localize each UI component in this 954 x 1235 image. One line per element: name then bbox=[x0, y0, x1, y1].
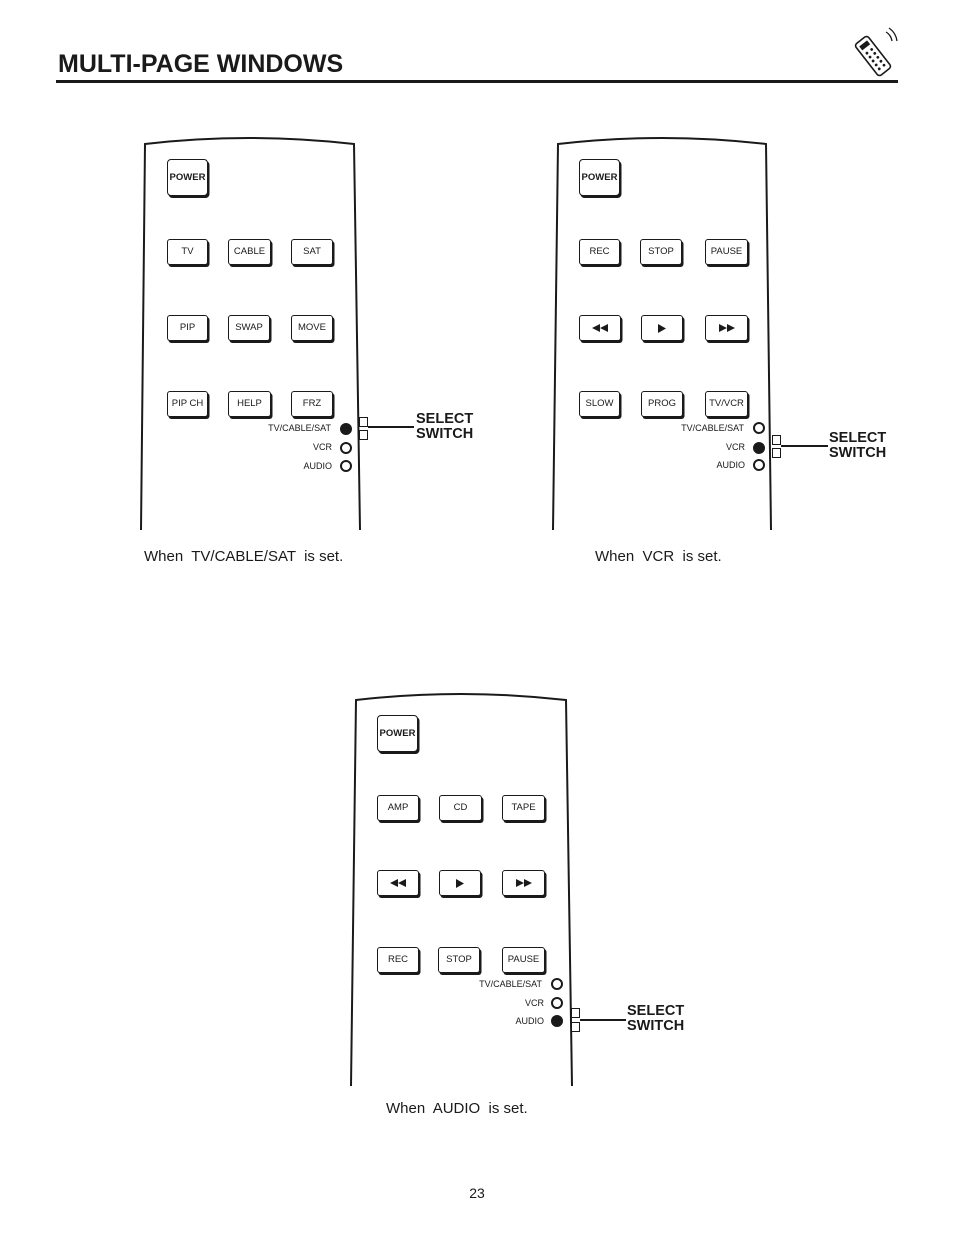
select-switch-lower[interactable] bbox=[571, 1022, 580, 1032]
select-switch-upper[interactable] bbox=[359, 417, 368, 427]
mode-indicator-tv-cable-sat bbox=[753, 422, 765, 434]
play-icon bbox=[456, 878, 464, 888]
stop-button[interactable]: STOP bbox=[438, 947, 480, 973]
mode-indicator-audio bbox=[340, 460, 352, 472]
power-button[interactable]: POWER bbox=[167, 159, 208, 196]
mode-indicator-vcr bbox=[340, 442, 352, 454]
select-switch-leader bbox=[368, 426, 414, 428]
remote-control-icon bbox=[854, 27, 898, 77]
power-button[interactable]: POWER bbox=[377, 715, 418, 752]
title-rule bbox=[56, 80, 898, 83]
caption-vcr: When VCR is set. bbox=[595, 548, 722, 565]
page-number: 23 bbox=[469, 1185, 485, 1201]
cable-button[interactable]: CABLE bbox=[228, 239, 271, 265]
fast-forward-icon bbox=[515, 879, 532, 887]
frz-button[interactable]: FRZ bbox=[291, 391, 333, 417]
mode-indicator-tv-cable-sat bbox=[340, 423, 352, 435]
remote-audio: POWER AMP CD TAPE REC STOP PAUSE TV/CABL… bbox=[348, 686, 626, 1088]
select-switch-upper[interactable] bbox=[571, 1008, 580, 1018]
pip-ch-button[interactable]: PIP CH bbox=[167, 391, 208, 417]
remote-body-outline bbox=[552, 137, 772, 531]
remote-vcr: POWER REC STOP PAUSE SLOW PROG TV/VCR TV… bbox=[550, 130, 828, 532]
rewind-icon bbox=[592, 324, 608, 332]
stop-button[interactable]: STOP bbox=[640, 239, 682, 265]
rewind-icon bbox=[390, 879, 406, 887]
mode-indicator-audio bbox=[753, 459, 765, 471]
rewind-button[interactable] bbox=[377, 870, 419, 896]
fast-forward-button[interactable] bbox=[502, 870, 545, 896]
mode-label-vcr: VCR bbox=[725, 442, 745, 452]
sat-button[interactable]: SAT bbox=[291, 239, 333, 265]
tv-vcr-button[interactable]: TV/VCR bbox=[705, 391, 748, 417]
remote-tv-cable-sat: POWER TV CABLE SAT PIP SWAP MOVE PIP CH … bbox=[138, 130, 414, 532]
slow-button[interactable]: SLOW bbox=[579, 391, 620, 417]
caption-audio: When AUDIO is set. bbox=[386, 1100, 528, 1117]
select-switch-leader bbox=[580, 1019, 626, 1021]
fast-forward-icon bbox=[718, 324, 735, 332]
play-button[interactable] bbox=[641, 315, 683, 341]
pause-button[interactable]: PAUSE bbox=[502, 947, 545, 973]
mode-indicator-vcr bbox=[753, 442, 765, 454]
tv-button[interactable]: TV bbox=[167, 239, 208, 265]
mode-label-vcr: VCR bbox=[312, 442, 332, 452]
mode-label-tv-cable-sat: TV/CABLE/SAT bbox=[681, 423, 744, 433]
tape-button[interactable]: TAPE bbox=[502, 795, 545, 821]
remote-body-outline bbox=[140, 137, 361, 531]
pause-button[interactable]: PAUSE bbox=[705, 239, 748, 265]
rec-button[interactable]: REC bbox=[377, 947, 419, 973]
play-button[interactable] bbox=[439, 870, 481, 896]
help-button[interactable]: HELP bbox=[228, 391, 271, 417]
swap-button[interactable]: SWAP bbox=[228, 315, 270, 341]
select-switch-lower[interactable] bbox=[359, 430, 368, 440]
select-switch-upper[interactable] bbox=[772, 435, 781, 445]
power-button[interactable]: POWER bbox=[579, 159, 620, 196]
mode-label-tv-cable-sat: TV/CABLE/SAT bbox=[479, 979, 542, 989]
fast-forward-button[interactable] bbox=[705, 315, 748, 341]
pip-button[interactable]: PIP bbox=[167, 315, 208, 341]
amp-button[interactable]: AMP bbox=[377, 795, 419, 821]
move-button[interactable]: MOVE bbox=[291, 315, 333, 341]
mode-label-audio: AUDIO bbox=[716, 460, 745, 470]
mode-indicator-tv-cable-sat bbox=[551, 978, 563, 990]
select-switch-lower[interactable] bbox=[772, 448, 781, 458]
cd-button[interactable]: CD bbox=[439, 795, 482, 821]
play-icon bbox=[658, 323, 666, 333]
mode-label-audio: AUDIO bbox=[303, 461, 332, 471]
mode-indicator-vcr bbox=[551, 997, 563, 1009]
mode-indicator-audio bbox=[551, 1015, 563, 1027]
rec-button[interactable]: REC bbox=[579, 239, 620, 265]
caption-tv-cable-sat: When TV/CABLE/SAT is set. bbox=[144, 548, 344, 565]
mode-label-vcr: VCR bbox=[524, 998, 544, 1008]
remote-body-outline bbox=[350, 693, 573, 1087]
select-switch-leader bbox=[781, 445, 828, 447]
rewind-button[interactable] bbox=[579, 315, 621, 341]
mode-label-tv-cable-sat: TV/CABLE/SAT bbox=[268, 423, 331, 433]
prog-button[interactable]: PROG bbox=[641, 391, 683, 417]
page-title: MULTI-PAGE WINDOWS bbox=[58, 50, 344, 78]
mode-label-audio: AUDIO bbox=[515, 1016, 544, 1026]
